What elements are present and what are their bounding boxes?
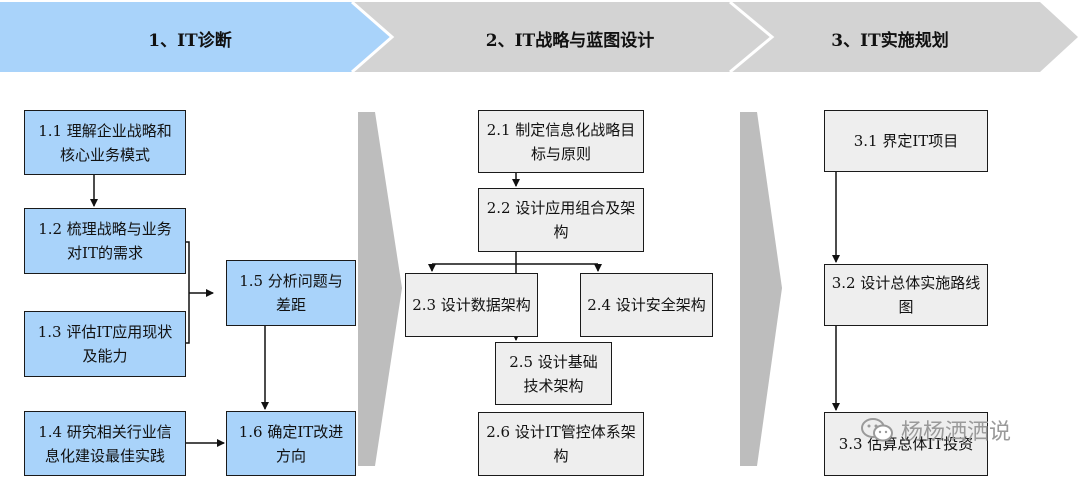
step-1-6-box: 1.6 确定IT改进方向 bbox=[226, 411, 356, 476]
phase-3-title: 3、IT实施规划 bbox=[831, 31, 949, 51]
step-3-2-box: 3.2 设计总体实施路线图 bbox=[824, 264, 988, 326]
step-3-3-label: 3.3 估算总体IT投资 bbox=[838, 435, 974, 453]
phase-1-title: 1、IT诊断 bbox=[148, 31, 232, 51]
step-3-2-label: 3.2 设计总体实施路线图 bbox=[831, 274, 981, 316]
step-1-4-label: 1.4 研究相关行业信息化建设最佳实践 bbox=[38, 422, 172, 465]
step-3-1-box: 3.1 界定IT项目 bbox=[824, 110, 988, 172]
step-2-1-label: 2.1 制定信息化战略目标与原则 bbox=[486, 120, 636, 163]
step-2-4-box: 2.4 设计安全架构 bbox=[580, 273, 713, 337]
step-3-1-label: 3.1 界定IT项目 bbox=[853, 132, 959, 150]
step-1-2-box: 1.2 梳理战略与业务对IT的需求 bbox=[24, 208, 186, 274]
step-1-4-box: 1.4 研究相关行业信息化建设最佳实践 bbox=[24, 411, 186, 476]
step-1-3-box: 1.3 评估IT应用现状及能力 bbox=[24, 311, 186, 377]
step-2-6-label: 2.6 设计IT管控体系架构 bbox=[486, 423, 636, 465]
phase-2-chevron-fill bbox=[352, 2, 772, 72]
watermark-text: 杨杨洒洒说 bbox=[901, 420, 1012, 445]
watermark: 杨杨洒洒说 bbox=[860, 414, 1011, 446]
step-1-1-box: 1.1 理解企业战略和核心业务模式 bbox=[24, 110, 186, 175]
bracket-1-2-1-3 bbox=[186, 241, 190, 344]
step-2-3-label: 2.3 设计数据架构 bbox=[412, 296, 531, 314]
phase-separator-2 bbox=[740, 112, 782, 466]
step-2-3-box: 2.3 设计数据架构 bbox=[405, 273, 538, 337]
phase-1-chevron bbox=[0, 2, 392, 72]
wechat-icon bbox=[861, 418, 893, 442]
step-1-1-label: 1.1 理解企业战略和核心业务模式 bbox=[38, 121, 172, 164]
step-1-6-label: 1.6 确定IT改进方向 bbox=[238, 422, 344, 465]
step-1-3-label: 1.3 评估IT应用现状及能力 bbox=[37, 323, 173, 365]
step-2-2-label: 2.2 设计应用组合及架构 bbox=[486, 199, 636, 241]
phase-separator-1 bbox=[358, 112, 402, 466]
step-2-2-box: 2.2 设计应用组合及架构 bbox=[478, 188, 644, 252]
phase-2-title: 2、IT战略与蓝图设计 bbox=[485, 31, 655, 51]
step-3-3-box: 3.3 估算总体IT投资 bbox=[824, 412, 988, 476]
step-1-5-label: 1.5 分析问题与差距 bbox=[239, 272, 343, 314]
step-2-6-box: 2.6 设计IT管控体系架构 bbox=[478, 412, 644, 476]
step-2-4-label: 2.4 设计安全架构 bbox=[587, 296, 706, 314]
step-2-5-box: 2.5 设计基础技术架构 bbox=[495, 342, 612, 405]
phase-3-chevron bbox=[730, 2, 1078, 72]
step-2-5-label: 2.5 设计基础技术架构 bbox=[509, 352, 598, 395]
step-1-5-box: 1.5 分析问题与差距 bbox=[226, 260, 356, 326]
step-2-1-box: 2.1 制定信息化战略目标与原则 bbox=[478, 110, 644, 173]
step-1-2-label: 1.2 梳理战略与业务对IT的需求 bbox=[38, 220, 172, 262]
